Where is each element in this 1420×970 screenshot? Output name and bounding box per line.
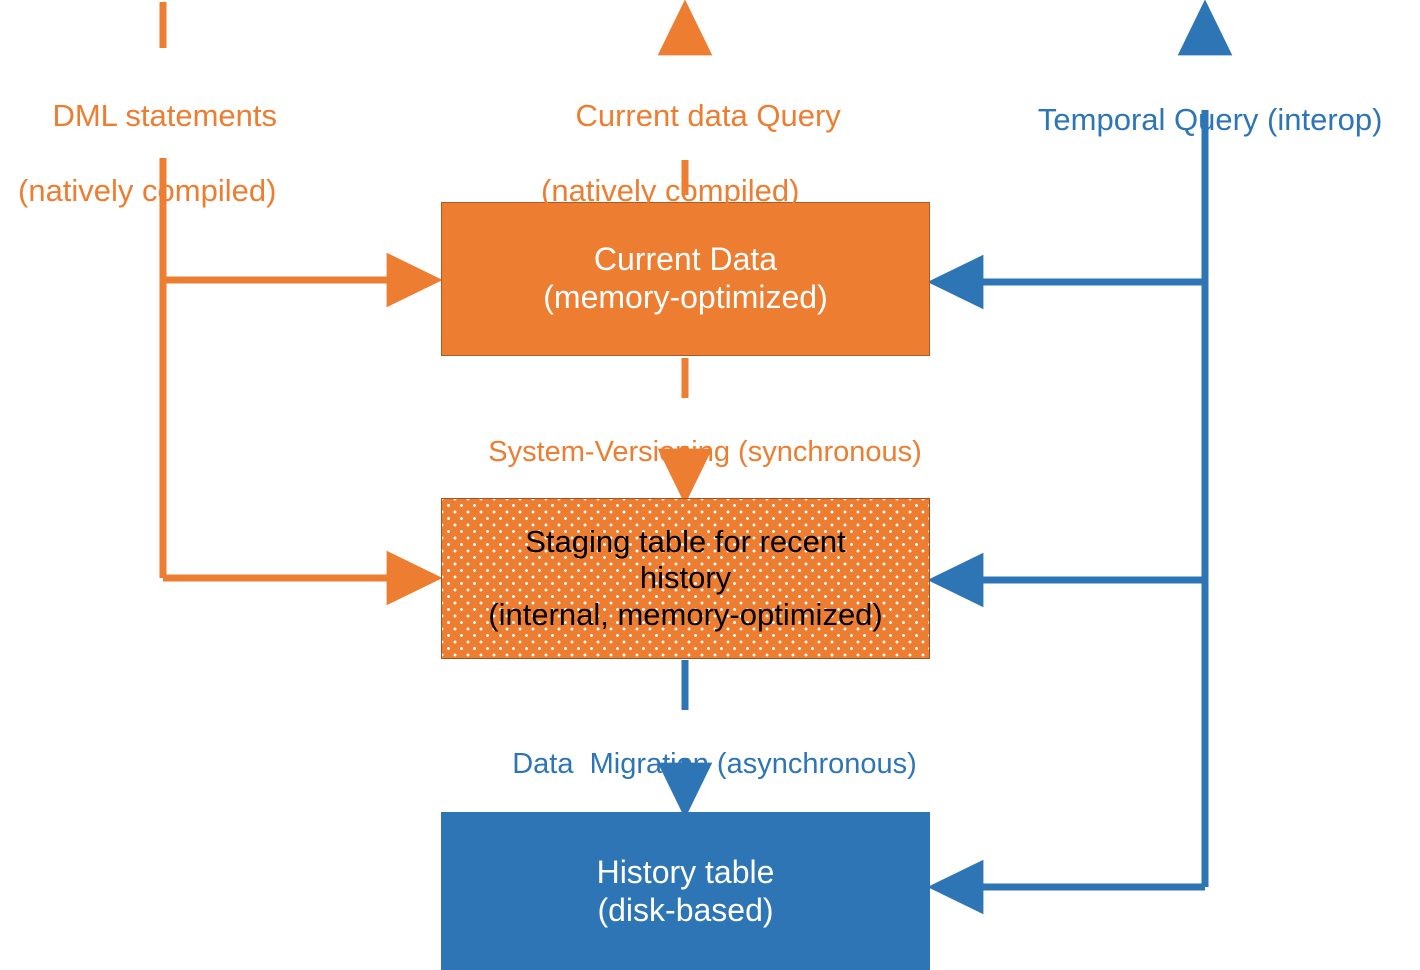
label-current-data-query: Current data Query (natively compiled): [541, 60, 841, 283]
label-dml-statements-line1: DML statements: [52, 98, 277, 134]
label-dml-statements-line2: (natively compiled): [18, 172, 277, 208]
node-history-table-line1: History table: [596, 854, 775, 891]
connector-dml-statements: [159, 2, 443, 606]
node-history-table-text: History table (disk-based): [597, 854, 775, 930]
connector-temporal-query: [927, 0, 1233, 915]
label-current-data-query-line2: (natively compiled): [541, 172, 800, 208]
label-current-data-query-line1: Current data Query: [575, 98, 841, 134]
label-system-versioning-line1: System-Versioning (synchronous): [488, 435, 922, 468]
node-history-table-line2: (disk-based): [597, 892, 774, 928]
label-dml-statements: DML statements (natively compiled): [18, 60, 277, 283]
label-temporal-query: Temporal Query (interop): [1004, 64, 1383, 176]
label-data-migration-line1: Data Migration (asynchronous): [512, 747, 917, 780]
node-staging-table-line2: history: [639, 560, 732, 596]
node-staging-table[interactable]: Staging table for recent history (intern…: [441, 498, 930, 659]
node-current-data-line2: (memory-optimized): [543, 279, 828, 315]
node-staging-table-line3: (internal, memory-optimized): [488, 596, 883, 632]
node-staging-table-line1: Staging table for recent: [525, 523, 846, 559]
node-history-table[interactable]: History table (disk-based): [441, 812, 930, 970]
node-current-data-text: Current Data (memory-optimized): [543, 241, 827, 317]
node-current-data[interactable]: Current Data (memory-optimized): [441, 202, 930, 356]
label-temporal-query-line1: Temporal Query (interop): [1037, 102, 1383, 138]
node-current-data-line1: Current Data: [593, 241, 778, 278]
label-system-versioning: System-Versioning (synchronous): [456, 400, 922, 504]
node-staging-table-text: Staging table for recent history (intern…: [488, 524, 883, 634]
label-data-migration: Data Migration (asynchronous): [480, 712, 917, 816]
